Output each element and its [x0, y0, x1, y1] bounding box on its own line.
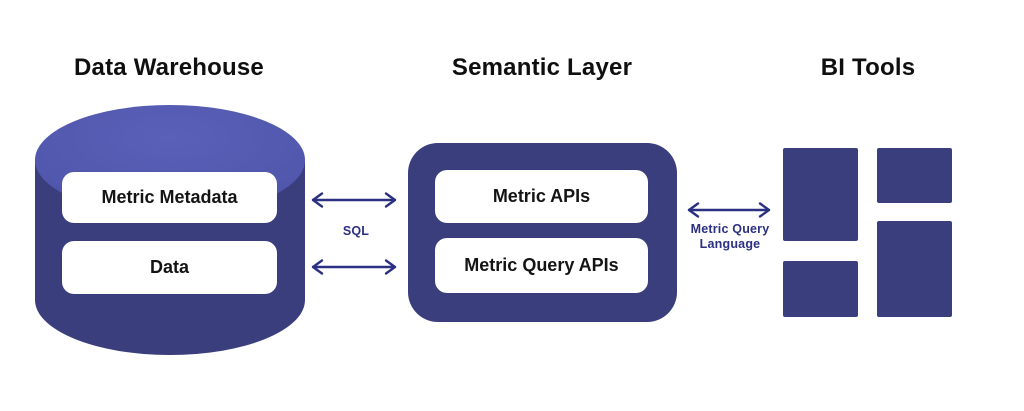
double-arrow-icon — [687, 202, 771, 218]
data-label: Data — [149, 257, 189, 277]
bi-tool-tile-1 — [783, 148, 858, 241]
bi-tool-tile-4 — [877, 221, 952, 317]
data-box: Data — [62, 241, 277, 294]
database-cylinder-icon — [35, 105, 305, 355]
metric-query-apis-box: Metric Query APIs — [435, 238, 648, 293]
metric-query-apis-label: Metric Query APIs — [464, 255, 619, 275]
section-title-semantic-layer: Semantic Layer — [451, 54, 633, 81]
metric-query-language-label: Metric Query Language — [691, 222, 770, 252]
metric-apis-label: Metric APIs — [492, 186, 591, 206]
double-arrow-icon — [311, 192, 397, 208]
bi-tool-tile-2 — [877, 148, 952, 203]
metric-metadata-box: Metric Metadata — [62, 172, 277, 223]
bi-tool-tile-3 — [783, 261, 858, 317]
metric-metadata-label: Metric Metadata — [101, 187, 238, 207]
metric-query-language-line2: Language — [699, 237, 761, 251]
section-title-data-warehouse: Data Warehouse — [74, 54, 264, 81]
metric-query-language-line1: Metric Query — [690, 222, 770, 236]
double-arrow-icon — [311, 259, 397, 275]
metric-apis-box: Metric APIs — [435, 170, 648, 223]
section-title-bi-tools: BI Tools — [820, 54, 916, 81]
sql-connection-label: SQL — [342, 224, 370, 238]
